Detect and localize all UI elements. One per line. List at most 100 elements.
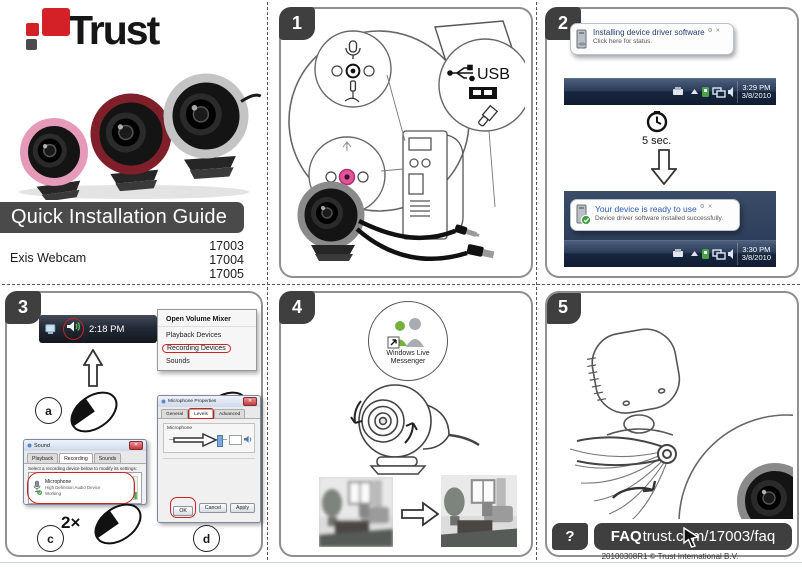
screenshot-ready: Your device is ready to use ⚙ ✕ Device d… — [564, 191, 776, 267]
mic-jack-detail-top — [314, 30, 392, 108]
faq-bar: FAQ trust.com/17003/faq — [594, 523, 792, 550]
level-meter — [133, 476, 138, 500]
sound-dialog-tabs: Playback Recording Sounds — [24, 451, 146, 464]
trust-logo: Trust — [26, 7, 160, 54]
mic-dialog-title: Microphone Properties — [168, 399, 217, 404]
notification-settings-icon: ⚙ — [699, 204, 705, 210]
close-button-icon: ✕ — [129, 441, 143, 450]
taskbar-2: 3:30 PM 3/8/2010 — [564, 240, 776, 267]
tab-sounds: Sounds — [93, 453, 122, 463]
trust-logo-text: Trust — [68, 7, 160, 53]
screenshot-installing: Installing device driver software ⚙ ✕ Cl… — [564, 23, 776, 105]
clock-icon — [646, 111, 667, 133]
driver-device-icon — [576, 29, 587, 49]
step-c-label: c — [37, 525, 64, 552]
tab-general: General — [161, 409, 189, 418]
messenger-label: Windows Live Messenger — [386, 350, 430, 365]
notification-subtitle: Click here for status. — [593, 38, 653, 45]
guide-title: Quick Installation Guide — [11, 206, 228, 228]
usb-trident-icon — [447, 64, 475, 82]
double-click-label: 2× — [61, 513, 81, 532]
step-3-badge: 3 — [5, 291, 41, 324]
model-number: 17005 — [209, 267, 244, 281]
menu-item-open-volume-mixer: Open Volume Mixer — [158, 314, 256, 327]
mic-level-slider — [167, 433, 252, 447]
right-arrow-icon — [173, 433, 217, 447]
step-d-label: d — [193, 525, 220, 552]
speaker-icon — [67, 321, 80, 332]
mouse-click-icon — [94, 503, 142, 545]
right-arrow-icon — [401, 501, 439, 527]
cut-line-horizontal — [2, 284, 800, 285]
device-ready-icon — [576, 204, 591, 226]
page-bottom-edge — [0, 562, 802, 563]
mic-dialog-titlebar: Microphone Properties ✕ — [158, 396, 260, 407]
webcam-with-cables — [297, 181, 495, 262]
branding-cell: Trust — [0, 0, 267, 284]
faq-question-badge: ? — [552, 523, 588, 550]
ok-button-highlight: OK — [170, 497, 196, 518]
photo-after-sharp — [441, 475, 517, 547]
notification-settings-icon: ⚙ — [707, 28, 713, 34]
notification-close-icon: ✕ — [707, 204, 713, 210]
step-a-label: a — [35, 397, 62, 424]
webcam-pink — [20, 118, 88, 200]
webcam-red — [90, 93, 190, 192]
notification-balloon-installing: Installing device driver software ⚙ ✕ Cl… — [570, 23, 734, 55]
model-number: 17003 — [209, 239, 244, 253]
menu-item-sounds: Sounds — [166, 357, 190, 365]
notification-balloon-ready: Your device is ready to use ⚙ ✕ Device d… — [570, 199, 740, 231]
speaker-icon-highlight — [63, 318, 84, 340]
tab-levels: Levels — [188, 408, 214, 419]
windows-live-messenger-icon — [387, 318, 424, 349]
volume-context-menu: Open Volume Mixer Playback Devices Recor… — [157, 309, 257, 371]
mounting-diagram — [569, 328, 793, 519]
svg-text:USB: USB — [477, 66, 510, 83]
ok-button: OK — [173, 505, 193, 516]
cut-line-vertical-1 — [267, 2, 268, 560]
mouse-cursor-icon — [683, 526, 700, 548]
wait-label: 5 sec. — [642, 135, 672, 147]
mic-properties-dialog: Microphone Properties ✕ General Levels A… — [157, 395, 261, 523]
network-icon — [45, 323, 56, 334]
faq-url: trust.com/17003/faq — [642, 528, 776, 545]
device-status: Working — [45, 490, 62, 496]
sound-dialog-titlebar: Sound ✕ — [24, 440, 146, 451]
panel-2-driver-install: 2 Installing device driver software ⚙ ✕ … — [545, 7, 799, 278]
panel-4-focus: 4 Windows Live Messenger — [279, 291, 533, 557]
trust-logo-mark-icon — [26, 8, 72, 54]
usb-detail-circle: USB — [438, 38, 525, 132]
rotate-arrows-icon — [350, 400, 418, 444]
sound-dialog-instruction: Select a recording device below to modif… — [28, 466, 138, 471]
tab-advanced: Advanced — [213, 409, 246, 418]
product-row: Exis Webcam 17003 17004 17005 — [10, 239, 244, 281]
focus-ring-diagram — [350, 384, 480, 475]
faq-label: FAQ — [610, 528, 642, 545]
panel-1-connect: 1 — [279, 7, 533, 278]
notification-title: Your device is ready to use — [595, 204, 697, 214]
tray-snippet: 2:18 PM — [39, 315, 157, 343]
step-4-badge: 4 — [279, 291, 315, 324]
wait-indicator: 5 sec. — [642, 111, 671, 147]
tray-icons — [672, 87, 733, 98]
webcam-product-photo — [19, 73, 262, 200]
down-arrow-icon — [651, 149, 677, 185]
device-desc: High Definition Audio Device — [45, 485, 101, 491]
level-value-box — [229, 435, 242, 445]
taskbar-1: 3:29 PM 3/8/2010 — [564, 78, 776, 105]
taskbar-clock-2: 3:30 PM 3/8/2010 — [736, 243, 776, 265]
notification-title: Installing device driver software — [593, 28, 705, 37]
slider-label: Microphone — [167, 426, 193, 431]
taskbar-clock-1: 3:29 PM 3/8/2010 — [736, 81, 776, 103]
up-arrow-icon — [83, 349, 103, 387]
menu-item-recording-devices: Recording Devices — [158, 341, 256, 355]
rotate-arrow-icon — [612, 480, 657, 499]
step-1-badge: 1 — [279, 7, 315, 40]
tray-time: 2:18 PM — [89, 323, 125, 335]
messenger-circle: Windows Live Messenger — [368, 301, 448, 381]
cut-line-vertical-2 — [536, 2, 537, 560]
mouse-click-icon — [70, 391, 118, 433]
notification-close-icon: ✕ — [715, 28, 721, 34]
product-name: Exis Webcam — [10, 251, 87, 265]
